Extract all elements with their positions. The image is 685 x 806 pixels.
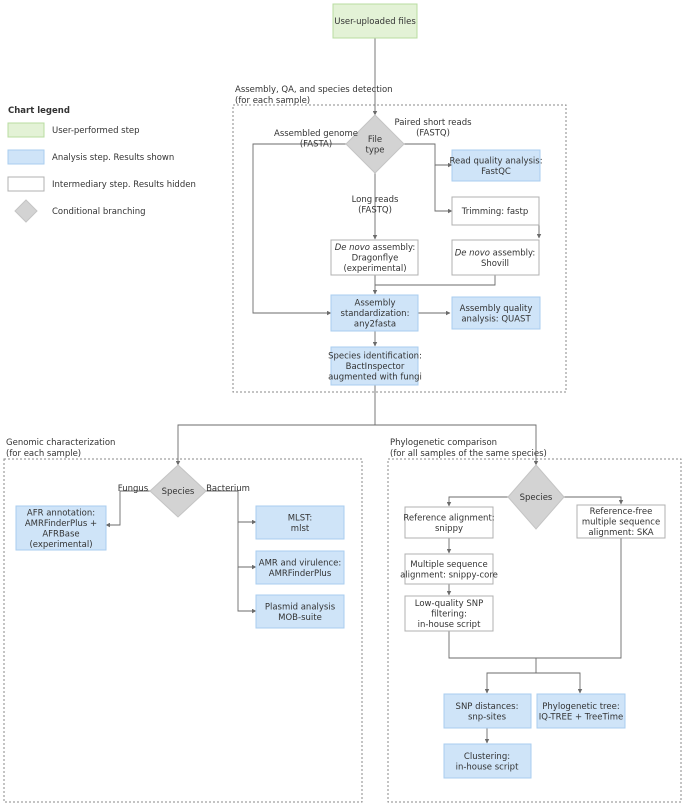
afr-box [15, 505, 107, 551]
section-boxes [3, 104, 682, 803]
afr-label: AFR annotation:AMRFinderPlus +AFRBase(ex… [25, 508, 97, 550]
genomic-section [3, 458, 363, 803]
read-quality-label: Read quality analysis:FastQC [449, 156, 542, 177]
chart-legend: Chart legend User-performed step Analysi… [7, 106, 196, 223]
species-id-box [330, 346, 419, 386]
snp-dist-label: SNP distances:snp-sites [456, 702, 519, 723]
legend-title: Chart legend [8, 106, 70, 116]
mlst-box [255, 505, 345, 540]
edge-species-fungus [105, 490, 150, 528]
trimming-box [451, 196, 540, 226]
edge-filetype-paired [404, 143, 453, 168]
legend-intermediary-swatch [7, 176, 45, 192]
species-phylo-diamond [507, 464, 565, 530]
edge-merge-drop [484, 658, 537, 694]
edge-phylo-reffree [564, 496, 624, 505]
edge-merge-tree [536, 672, 583, 694]
ref-align-label: Reference alignment:snippy [403, 513, 494, 534]
legend-user-label: User-performed step [52, 126, 140, 136]
uploaded-box [332, 3, 418, 39]
edge-shovill-std [375, 275, 496, 286]
boxes [15, 3, 666, 779]
trimming-label: Trimming: fastp [461, 207, 528, 217]
legend-intermediary-label: Intermediary step. Results hidden [52, 180, 196, 190]
phylo-section-title: Phylogenetic comparison (for all samples… [390, 438, 547, 459]
file-type-diamond [345, 114, 405, 174]
edge-species-split [175, 385, 376, 466]
bacterium-label-label: Bacterium [206, 484, 250, 494]
legend-analysis-swatch [7, 149, 45, 165]
legend-user-swatch [7, 122, 45, 138]
phylo-tree-label: Phylogenetic tree:IQ-TREE + TreeTime [539, 702, 624, 723]
msa-box [404, 553, 494, 585]
edge-filter-merge [448, 538, 622, 659]
mlst-label: MLST:mlst [288, 513, 313, 534]
edge-filetype-assembled [252, 143, 346, 316]
phylo-section [387, 458, 682, 803]
amr-label: AMR and virulence:AMRFinderPlus [259, 558, 341, 579]
standardization-box [330, 294, 419, 332]
read-quality-box [451, 149, 541, 182]
edge-paired-trimming [434, 165, 453, 214]
legend-conditional-label: Conditional branching [52, 207, 146, 217]
clustering-box [443, 743, 532, 779]
shovill-box [451, 239, 540, 276]
edge-split-phylo [375, 424, 539, 466]
plasmid-box [255, 594, 345, 629]
assembled-label-label: Assembled genome(FASTA) [274, 129, 358, 150]
quast-box [451, 296, 541, 330]
species-phylo-label: Species [520, 493, 553, 503]
assembly-section [232, 104, 567, 393]
ref-free-box [576, 504, 666, 539]
diamonds [149, 114, 565, 530]
shovill-label: De novo assembly:Shovill [455, 248, 536, 269]
legend-analysis-label: Analysis step. Results shown [52, 153, 174, 163]
phylo-tree-box [536, 693, 626, 729]
species-genomic-label: Species [162, 487, 195, 497]
edge-bacterium-plasmid [237, 567, 257, 614]
paired-label-label: Paired short reads(FASTQ) [394, 118, 472, 139]
assembly-section-title: Assembly, QA, and species detection (for… [235, 85, 395, 106]
legend-diamond-swatch [14, 199, 38, 223]
uploaded-label: User-uploaded files [334, 17, 416, 27]
connectors [105, 38, 624, 744]
species-genomic-diamond [149, 464, 207, 518]
clustering-label: Clustering:in-house script [456, 752, 520, 773]
amr-box [255, 550, 345, 585]
genomic-section-title: Genomic characterization (for each sampl… [6, 438, 118, 459]
edge-species-bacterium [206, 490, 257, 525]
edge-phylo-ref [446, 496, 508, 507]
fungus-label-label: Fungus [118, 484, 149, 494]
snp-filter-box [404, 595, 494, 632]
snp-dist-box [443, 693, 532, 729]
edge-bacterium-amr [237, 522, 257, 570]
long-label-label: Long reads(FASTQ) [352, 195, 399, 216]
ref-align-box [404, 506, 494, 539]
dragonflye-label: De novo assembly:Dragonflye(experimental… [335, 243, 416, 274]
dragonflye-box [330, 239, 419, 276]
